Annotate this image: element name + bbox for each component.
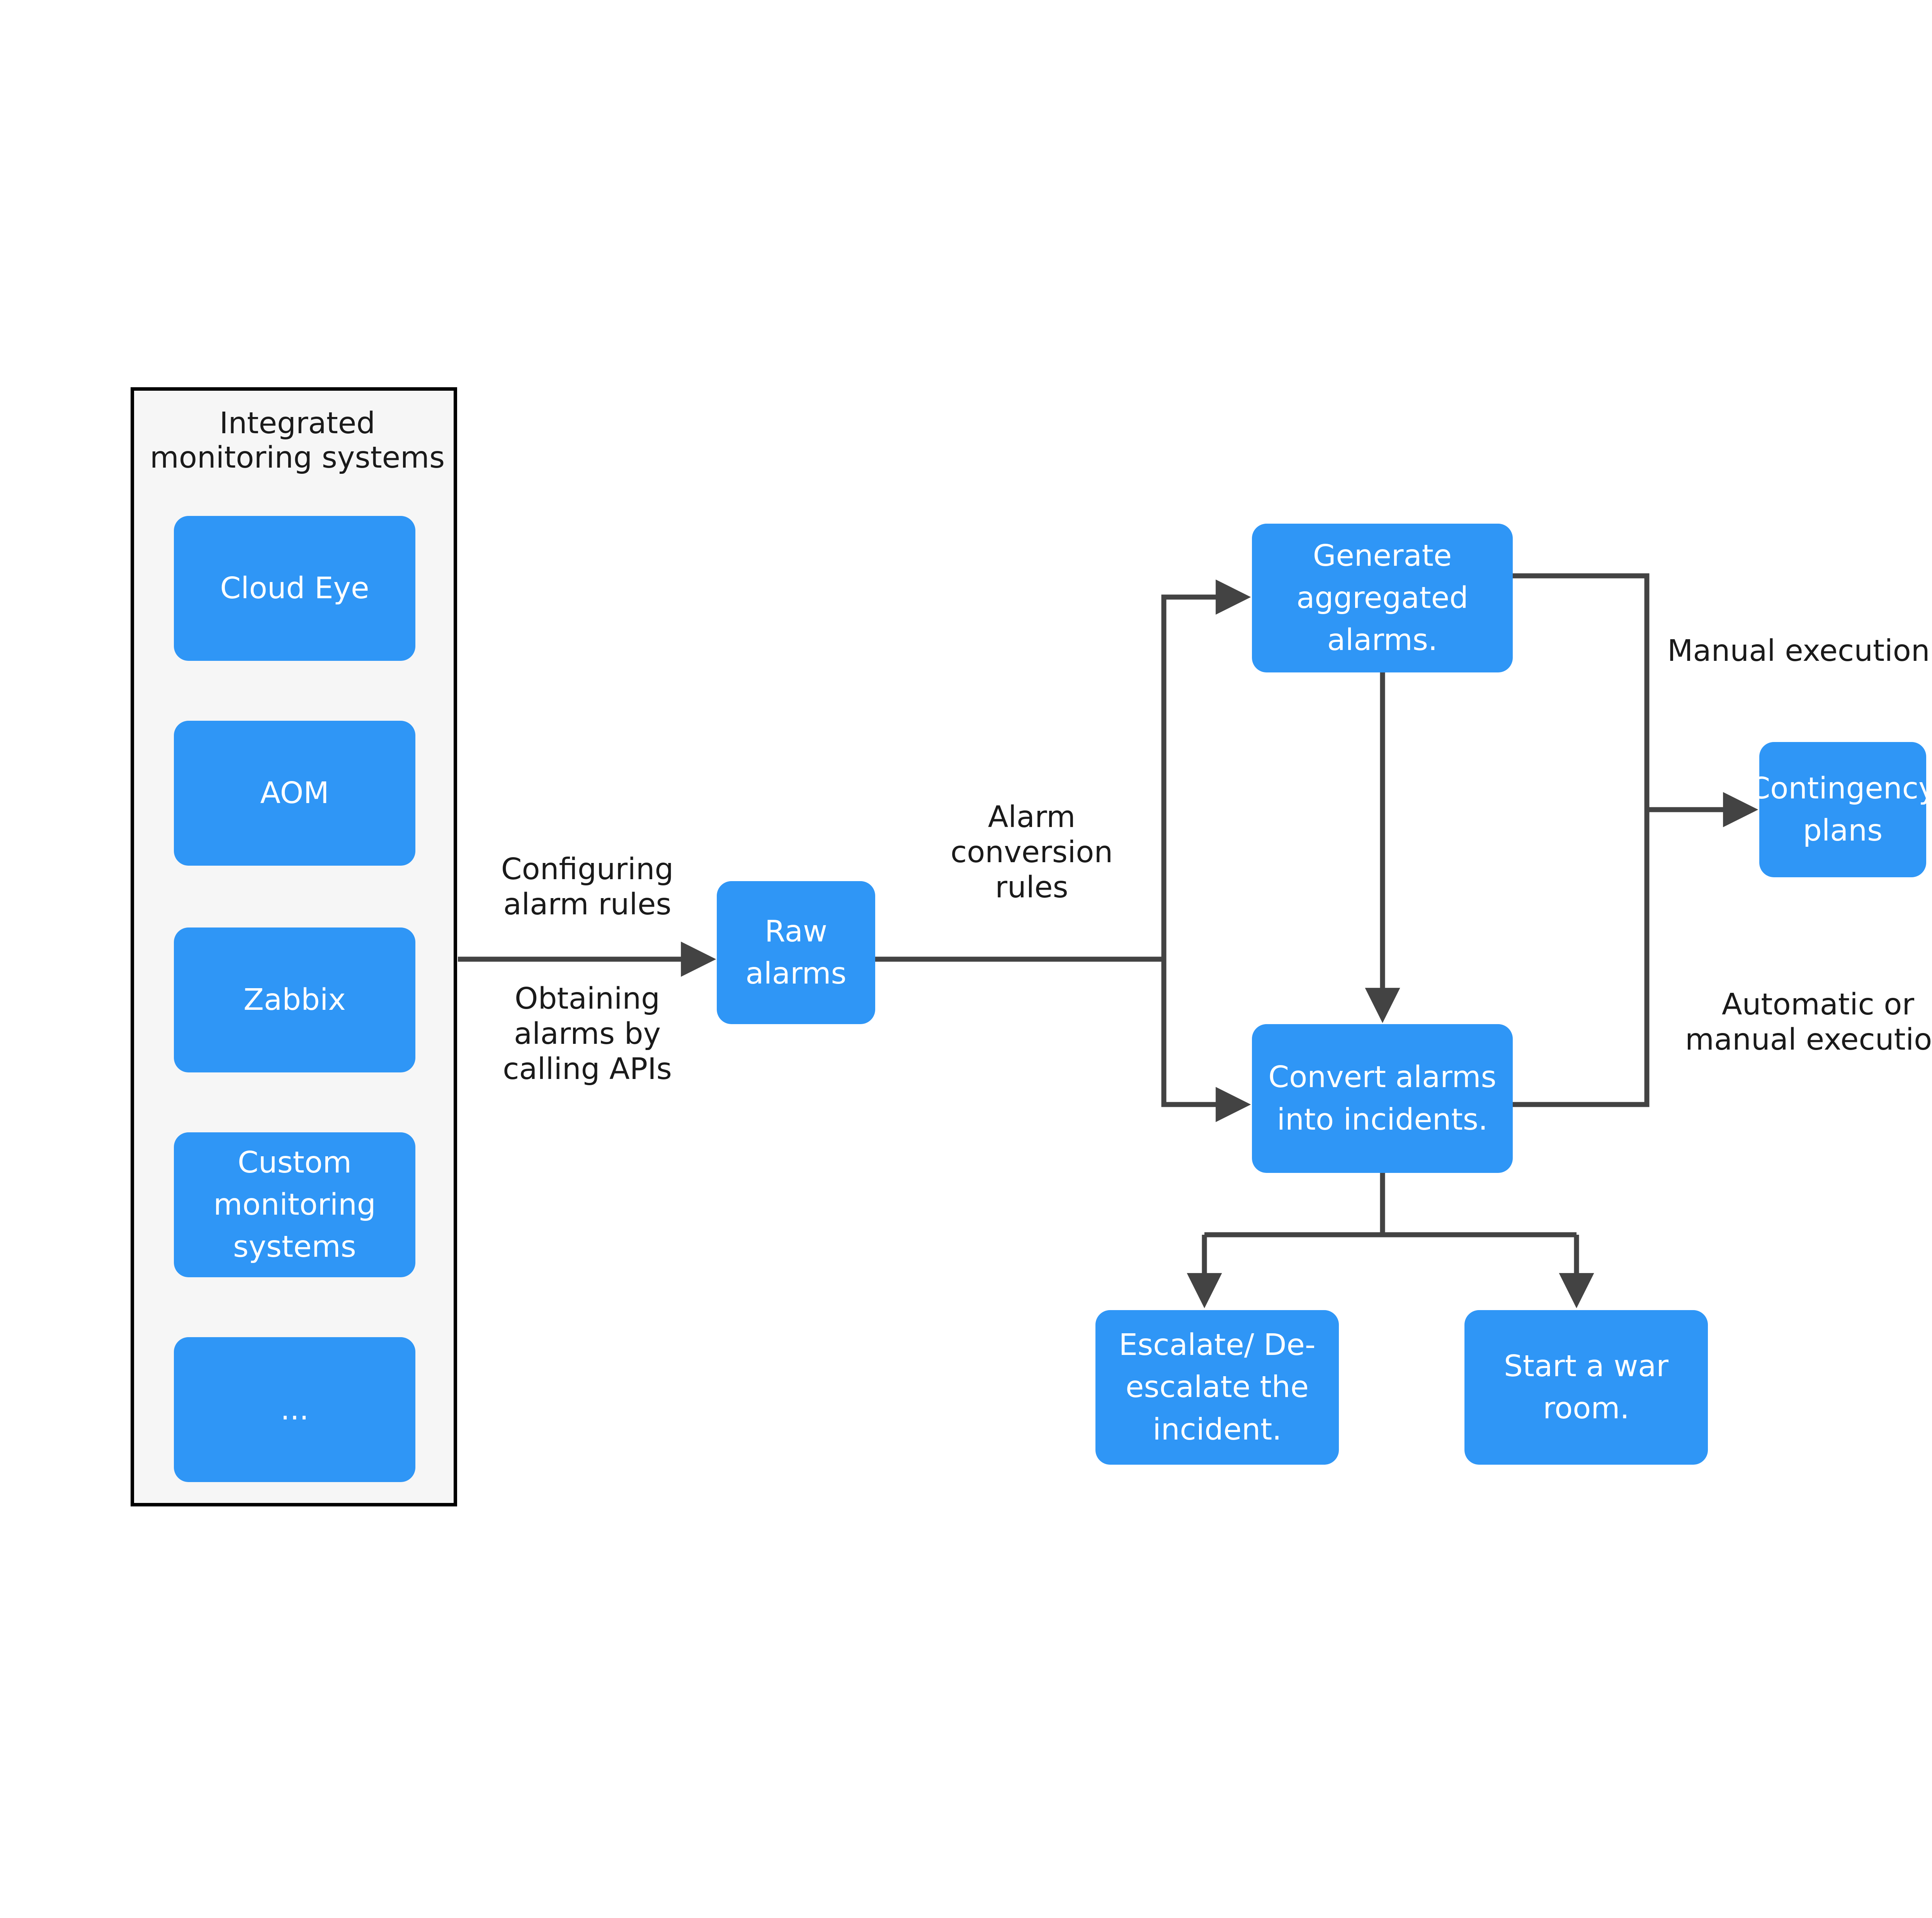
edge-split-to-generate bbox=[1161, 579, 1251, 959]
edge-convert-to-contingency bbox=[1513, 810, 1650, 1107]
node-generate-aggregated-alarms[interactable]: Generate aggregated alarms. bbox=[1252, 524, 1513, 672]
node-convert-alarms-into-incidents[interactable]: Convert alarms into incidents. bbox=[1252, 1024, 1513, 1173]
node-start-war-room[interactable]: Start a war room. bbox=[1464, 1310, 1708, 1465]
monitoring-system-zabbix[interactable]: Zabbix bbox=[174, 928, 415, 1072]
node-escalate-de-escalate-incident[interactable]: Escalate/ De-escalate the incident. bbox=[1095, 1310, 1339, 1465]
edge-split-to-convert bbox=[1161, 959, 1251, 1122]
edge-label-automatic-or-manual-execution: Automatic or manual execution bbox=[1685, 987, 1932, 1057]
monitoring-system-cloud-eye[interactable]: Cloud Eye bbox=[174, 516, 415, 661]
edge-label-configuring-alarm-rules: Configuring alarm rules bbox=[501, 852, 674, 922]
edge-label-obtaining-alarms-by-calling-apis: Obtaining alarms by calling APIs bbox=[503, 982, 672, 1086]
monitoring-system-more[interactable]: ... bbox=[174, 1337, 415, 1482]
monitoring-system-custom[interactable]: Custom monitoring systems bbox=[174, 1132, 415, 1277]
node-raw-alarms[interactable]: Raw alarms bbox=[717, 881, 875, 1024]
panel-title: Integrated monitoring systems bbox=[150, 406, 445, 475]
monitoring-system-aom[interactable]: AOM bbox=[174, 721, 415, 866]
edge-label-alarm-conversion-rules: Alarm conversion rules bbox=[950, 800, 1113, 905]
edge-generate-to-contingency bbox=[1513, 573, 1759, 827]
edge-label-manual-execution: Manual execution bbox=[1667, 634, 1930, 668]
node-contingency-plans[interactable]: Contingency plans bbox=[1749, 742, 1932, 877]
